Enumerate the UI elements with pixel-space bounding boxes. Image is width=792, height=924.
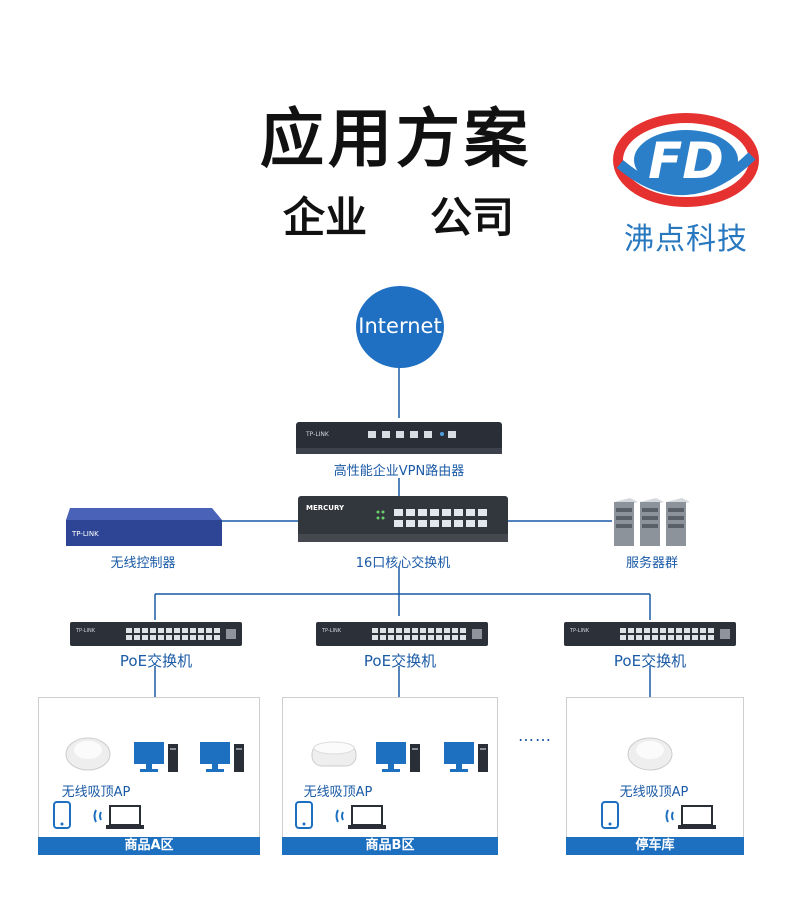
subtitle-left: 企业	[283, 193, 368, 242]
poe-switch-3-icon: TP-LINK	[564, 622, 736, 646]
zone-b-title: 商品B区	[282, 837, 498, 855]
smartphone-icon	[601, 801, 619, 829]
zone-parking-title: 停车库	[566, 837, 744, 855]
desktop-computer-icon	[200, 742, 244, 772]
smartphone-icon	[295, 801, 313, 829]
svg-text:TP-LINK: TP-LINK	[321, 628, 342, 634]
smartphone-icon	[53, 801, 71, 829]
poe-switch-1-label: PoE交换机	[119, 652, 193, 670]
internet-label: Internet	[358, 314, 442, 338]
router-label: 高性能企业VPN路由器	[333, 464, 465, 479]
subtitle-right: 公司	[430, 193, 515, 242]
more-zones-ellipsis: ……	[518, 726, 552, 745]
zone-a-ap-label: 无线吸顶AP	[61, 785, 131, 800]
vpn-router-icon: TP-LINK	[296, 422, 502, 454]
server-farm-label: 服务器群	[625, 556, 678, 571]
laptop-wifi-icon	[335, 805, 386, 829]
brand-logo-icon: FD	[613, 113, 759, 207]
desktop-computer-icon	[376, 742, 420, 772]
core-switch-icon: MERCURY	[298, 496, 508, 542]
svg-text:TP-LINK: TP-LINK	[569, 628, 590, 634]
laptop-wifi-icon	[665, 805, 716, 829]
brand-logo-letters: FD	[648, 132, 724, 190]
laptop-wifi-icon	[93, 805, 144, 829]
core-switch-label: 16口核心交换机	[355, 556, 451, 571]
zone-b-ap-label: 无线吸顶AP	[303, 785, 373, 800]
poe-switch-2-label: PoE交换机	[363, 652, 437, 670]
poe-switch-1-icon: TP-LINK	[70, 622, 242, 646]
zone-parking-ap-label: 无线吸顶AP	[619, 785, 689, 800]
poe-switch-3-label: PoE交换机	[613, 652, 687, 670]
ceiling-ap-icon	[65, 737, 111, 771]
desktop-computer-icon	[444, 742, 488, 772]
svg-text:TP-LINK: TP-LINK	[75, 628, 96, 634]
router-brand: TP-LINK	[305, 431, 330, 438]
controller-brand: TP-LINK	[71, 530, 99, 538]
ceiling-ap-icon	[311, 741, 357, 767]
zone-a-title: 商品A区	[38, 837, 260, 855]
internet-globe-icon	[356, 286, 444, 368]
ceiling-ap-icon	[627, 737, 673, 771]
wireless-controller-icon: TP-LINK	[66, 508, 222, 546]
core-switch-brand: MERCURY	[306, 504, 345, 512]
brand-name: 沸点科技	[624, 222, 748, 257]
server-farm-icon	[614, 498, 690, 546]
page-title: 应用方案	[260, 103, 532, 177]
wireless-controller-label: 无线控制器	[110, 556, 176, 571]
desktop-computer-icon	[134, 742, 178, 772]
poe-switch-2-icon: TP-LINK	[316, 622, 488, 646]
